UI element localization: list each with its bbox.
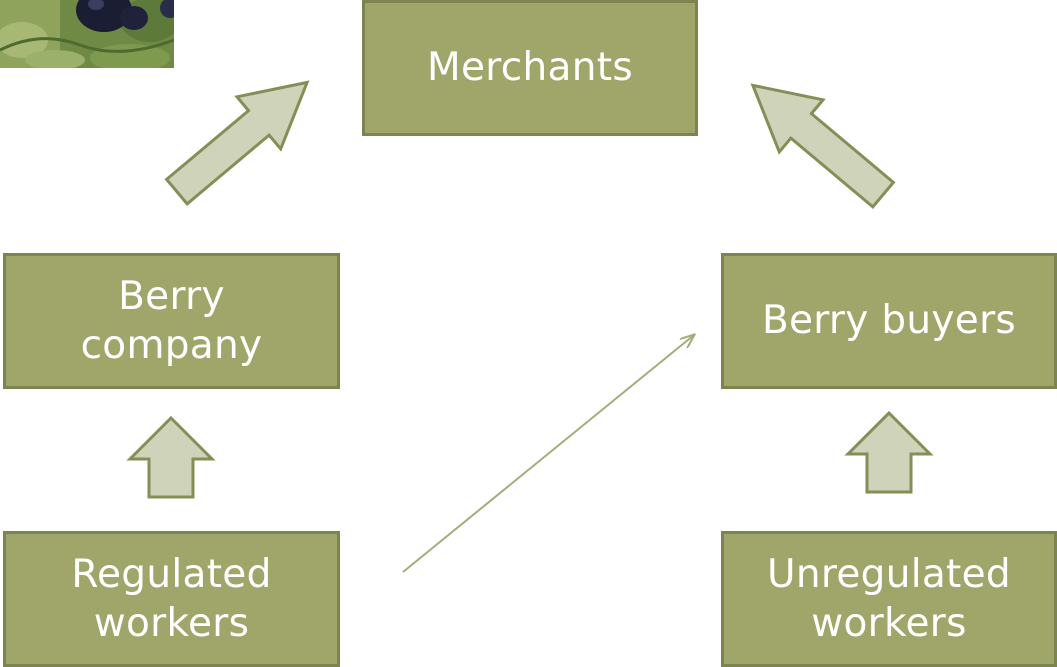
berry-company-node: Berry company bbox=[3, 253, 340, 389]
berry-buyers-label: Berry buyers bbox=[761, 298, 1017, 344]
merchants-label: Merchants bbox=[427, 45, 633, 91]
merchants-node: Merchants bbox=[362, 0, 698, 136]
regulated-to-company-arrow bbox=[126, 415, 216, 499]
buyers-to-merchants-arrow bbox=[750, 83, 896, 210]
regulated-workers-node: Regulated workers bbox=[3, 531, 340, 667]
regulated-workers-label-line1: Regulated bbox=[71, 551, 272, 597]
unregulated-workers-label-line1: Unregulated bbox=[767, 551, 1011, 597]
company-to-merchants-arrow bbox=[164, 80, 310, 207]
unregulated-workers-label-line2: workers bbox=[811, 601, 967, 646]
regulated-workers-label-line2: workers bbox=[93, 601, 250, 646]
unregulated-workers-node: Unregulated workers bbox=[721, 531, 1057, 667]
unregulated-to-buyers-arrow bbox=[844, 410, 934, 494]
regulated-to-buyers-thin-arrow bbox=[402, 335, 694, 573]
berry-photo bbox=[0, 0, 174, 68]
berry-buyers-node: Berry buyers bbox=[721, 253, 1057, 389]
berry-company-label-line2: company bbox=[80, 323, 263, 368]
berry-company-label-line1: Berry bbox=[118, 273, 225, 319]
